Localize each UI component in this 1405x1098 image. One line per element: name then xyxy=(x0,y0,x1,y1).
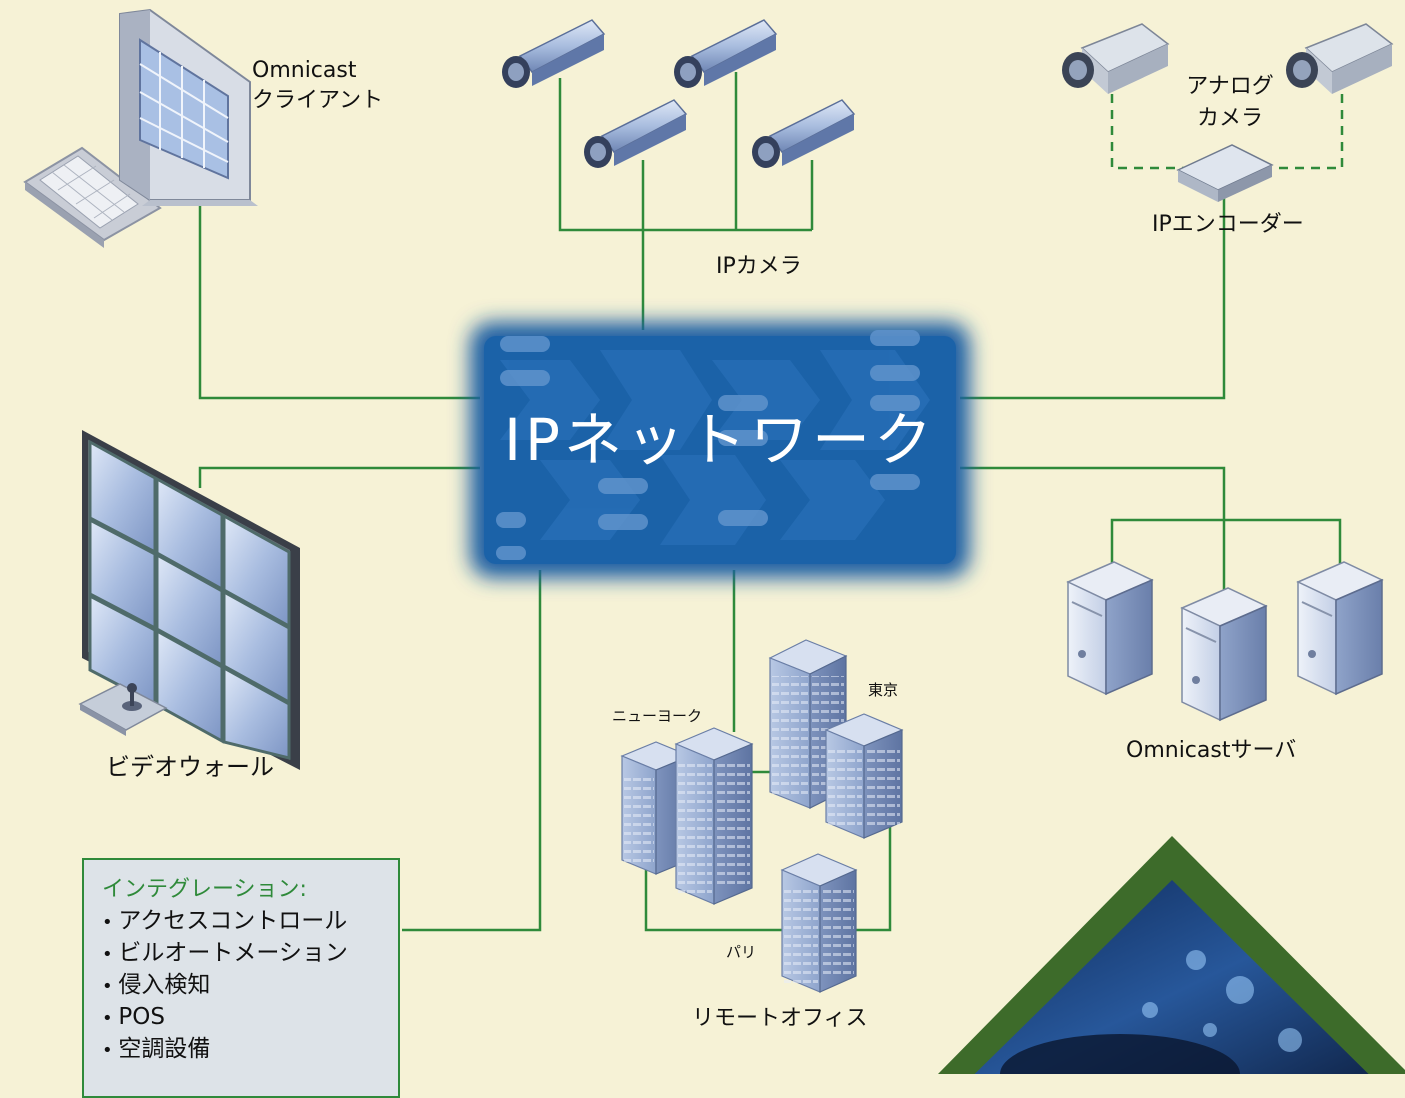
integration-item: 侵入検知 xyxy=(102,970,380,1002)
server-link xyxy=(960,466,1226,590)
video-wall-label: ビデオウォール xyxy=(106,753,274,781)
integration-link xyxy=(402,570,542,932)
server-icons xyxy=(1066,561,1384,722)
office-new-york-label: ニューヨーク xyxy=(612,707,703,725)
remote-office-buildings xyxy=(620,639,904,993)
network-title: IPネットワーク xyxy=(503,406,937,474)
network-diagram xyxy=(23,8,1405,1074)
integration-item: アクセスコントロール xyxy=(102,906,380,938)
analog-camera-label-line2: カメラ xyxy=(1196,106,1263,131)
ip-network-block xyxy=(470,322,970,578)
ip-camera-label: IPカメラ xyxy=(716,254,802,279)
ip-camera-icons xyxy=(502,19,856,168)
client-label-line1: Omnicast xyxy=(252,58,357,83)
ip-camera-link xyxy=(558,78,812,232)
integration-title: インテグレーション: xyxy=(102,877,307,902)
corner-photo-graphic xyxy=(938,836,1405,1074)
analog-camera-icons xyxy=(1062,23,1394,94)
client-link xyxy=(198,192,480,400)
integration-item: 空調設備 xyxy=(102,1034,380,1066)
remote-office-label: リモートオフィス xyxy=(692,1006,868,1031)
analog-camera-label-line1: アナログ xyxy=(1186,74,1274,99)
integration-list: アクセスコントロール ビルオートメーション 侵入検知 POS 空調設備 xyxy=(102,906,380,1066)
integration-item: POS xyxy=(102,1002,380,1034)
client-label-line2: クライアント xyxy=(252,88,384,113)
office-tokyo-label: 東京 xyxy=(868,681,899,699)
integration-item: ビルオートメーション xyxy=(102,938,380,970)
ip-encoder-label: IPエンコーダー xyxy=(1152,212,1304,237)
office-paris-label: パリ xyxy=(726,943,757,961)
integration-box: インテグレーション: アクセスコントロール ビルオートメーション 侵入検知 PO… xyxy=(82,858,400,1098)
video-wall-icon xyxy=(78,430,300,770)
video-wall-link xyxy=(198,466,480,488)
client-workstation-icon xyxy=(23,8,258,248)
encoder-link xyxy=(960,190,1226,400)
ip-encoder-icon xyxy=(1176,144,1274,202)
server-label: Omnicastサーバ xyxy=(1126,738,1297,763)
